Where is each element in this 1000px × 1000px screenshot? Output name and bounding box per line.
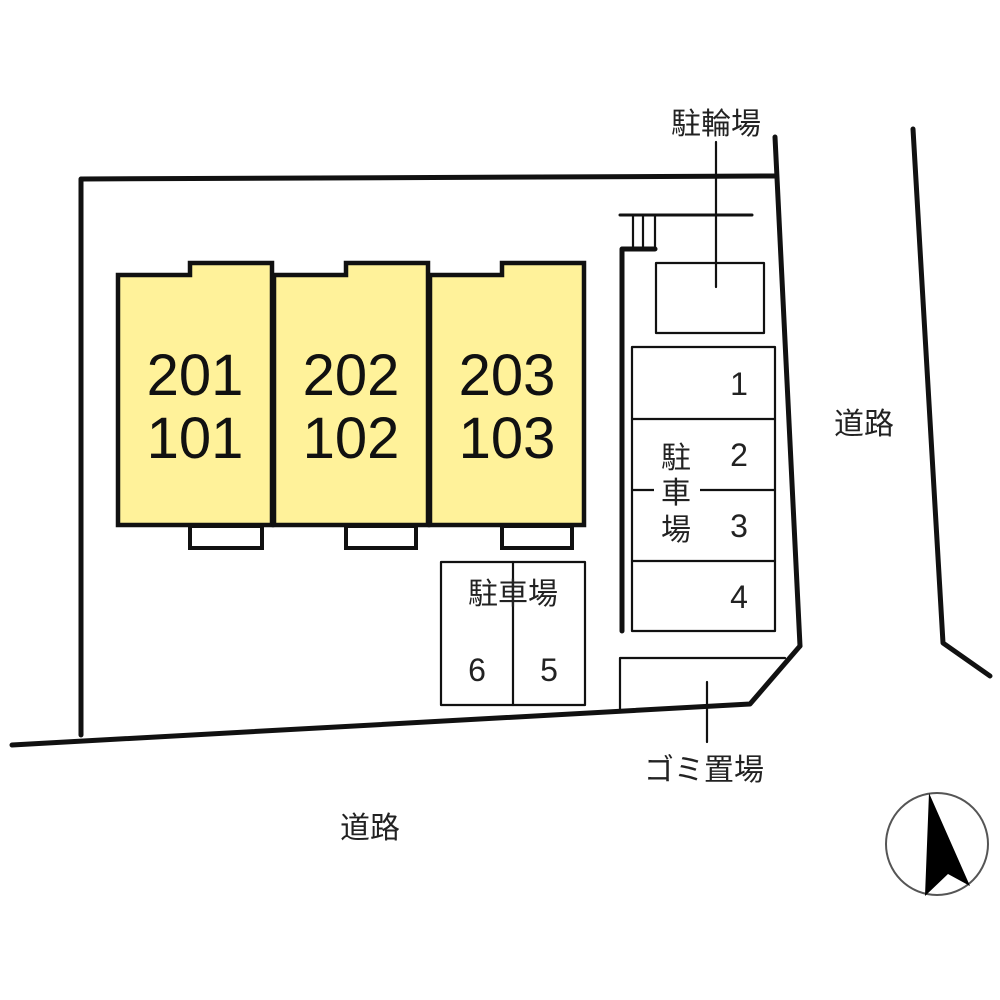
unit-202-102[interactable]: [271, 260, 431, 550]
road-label-south: 道路: [340, 811, 400, 846]
unit-number: 101: [147, 406, 244, 471]
bicycle-parking-area[interactable]: [654, 261, 766, 335]
parking-slot-number: 2: [730, 437, 748, 473]
parking-label-bg: [654, 438, 700, 548]
porch: [500, 524, 574, 550]
parking-small-label: 駐車場: [468, 577, 558, 612]
parking-label-char: 車: [661, 476, 691, 511]
unit-number: 102: [303, 406, 400, 471]
lot-boundary-east: [772, 134, 803, 649]
lot-boundary: [78, 173, 779, 738]
east-road-edge: [910, 126, 993, 679]
bicycle-parking-label: 駐輪場: [671, 107, 761, 142]
unit-number: 203: [459, 343, 556, 408]
stair-icon: [631, 213, 657, 250]
porch: [188, 524, 264, 550]
north-arrow-icon: [885, 792, 989, 896]
unit-number: 202: [303, 343, 400, 408]
unit-201-101[interactable]: [115, 260, 275, 550]
garbage-area[interactable]: [618, 656, 787, 712]
parking-area-east[interactable]: [630, 345, 777, 633]
unit-number: 103: [459, 406, 556, 471]
garbage-label: ゴミ置場: [644, 753, 764, 788]
unit-203-103[interactable]: [427, 260, 587, 550]
parking-slot-number: 4: [730, 579, 748, 615]
parking-slot-number: 3: [730, 508, 748, 544]
parking-area-south[interactable]: [439, 560, 587, 707]
porch: [344, 524, 418, 550]
parking-label-char: 駐: [661, 441, 691, 476]
parking-slot-number: 6: [468, 652, 486, 688]
road-label-east: 道路: [834, 407, 894, 442]
lot-boundary-southeast: [9, 643, 803, 748]
parking-slot-number: 5: [540, 652, 558, 688]
parking-slot-number: 1: [730, 366, 748, 402]
unit-number: 201: [147, 343, 244, 408]
wall-west-of-parking: [619, 246, 658, 634]
parking-label-char: 場: [661, 513, 691, 548]
